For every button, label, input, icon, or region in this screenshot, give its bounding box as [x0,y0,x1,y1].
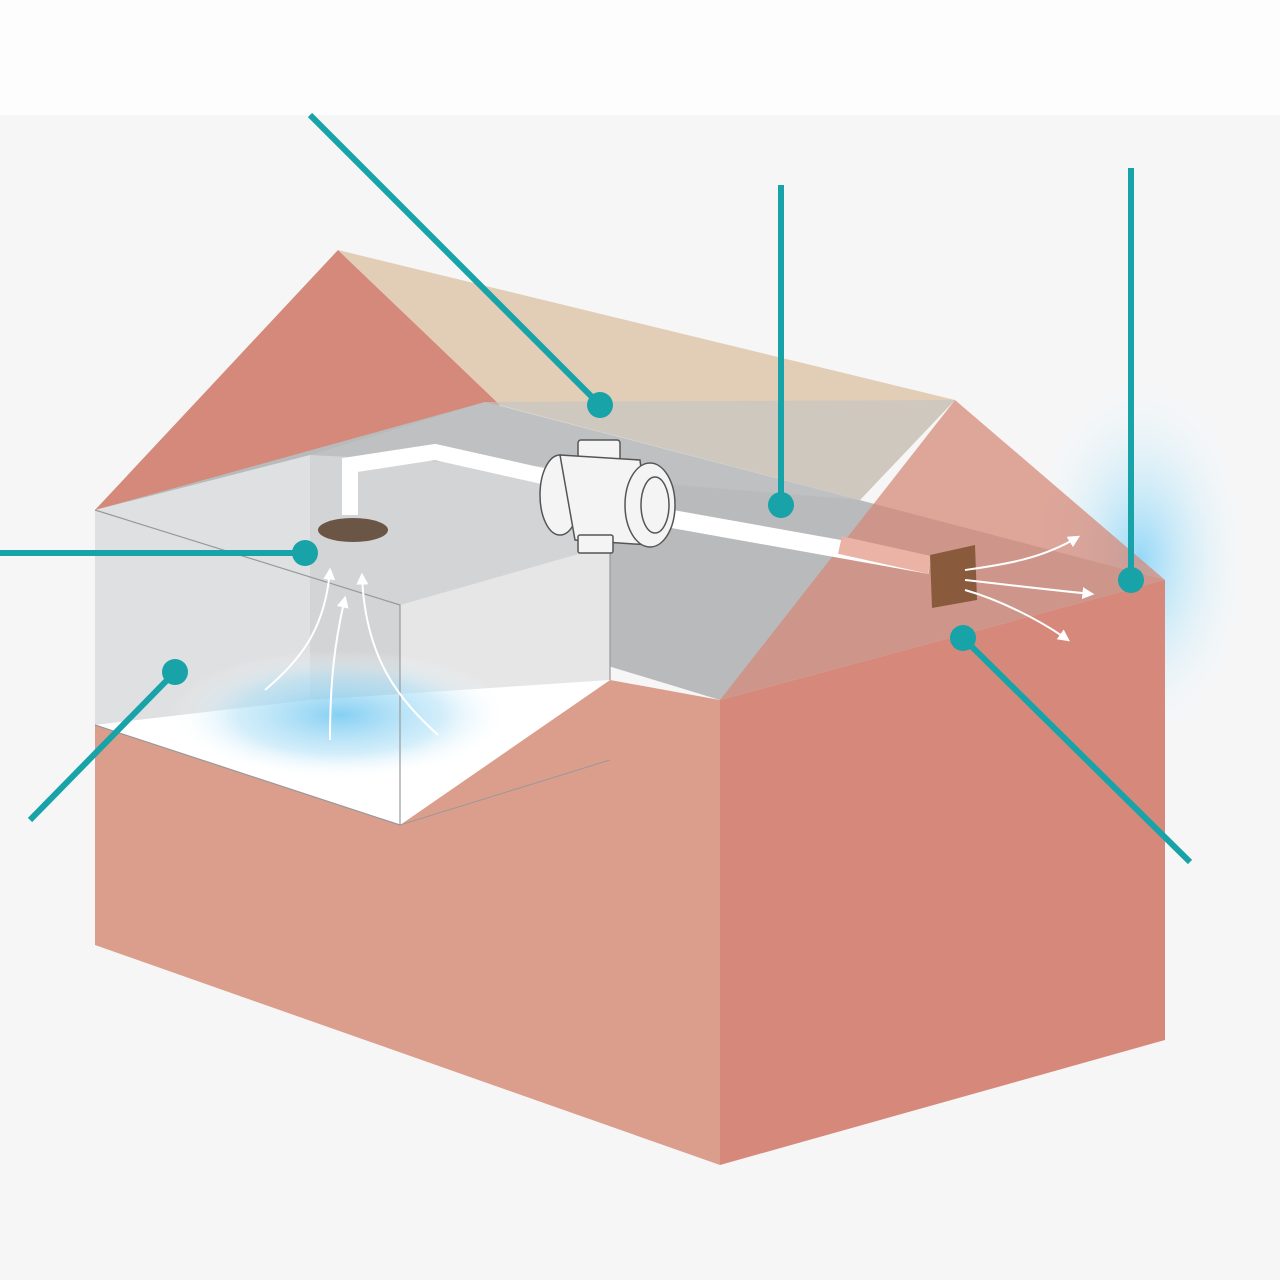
intake-airflow-arrows [264,567,439,741]
callout-dot-exhaust-air [1118,567,1144,593]
left-gable [95,250,500,510]
attic-floor-back [310,400,955,500]
duct-exhaust-through-gable [838,536,932,574]
callout-dot-vent [950,625,976,651]
airflow-arrow-icon [964,535,1081,571]
airflow-arrow-icon [964,589,1070,642]
right-gable [720,400,1165,700]
room-left-face [95,455,310,725]
duct [342,443,562,515]
airflow-arrow-icon [329,595,349,741]
callout-dot-grille [292,540,318,566]
callout-dot-roof [587,392,613,418]
exterior-vent-icon [930,545,977,608]
airflow-arrow-icon [356,572,439,736]
callout-dot-room-air [162,659,188,685]
airflow-arrow-icon [264,567,336,691]
callout-line-room-air [27,669,178,823]
callout-line-vent [960,635,1193,865]
room-edge [399,759,611,826]
ceiling-grille-icon [318,518,388,542]
exhaust-airflow-arrows [964,535,1095,642]
inline-fan-icon [539,439,676,554]
callout-line-roof [307,112,603,408]
room-air-glow [170,650,510,780]
airflow-arrow-icon [964,579,1095,600]
callout-dot-duct [768,492,794,518]
room-edges [94,509,401,826]
